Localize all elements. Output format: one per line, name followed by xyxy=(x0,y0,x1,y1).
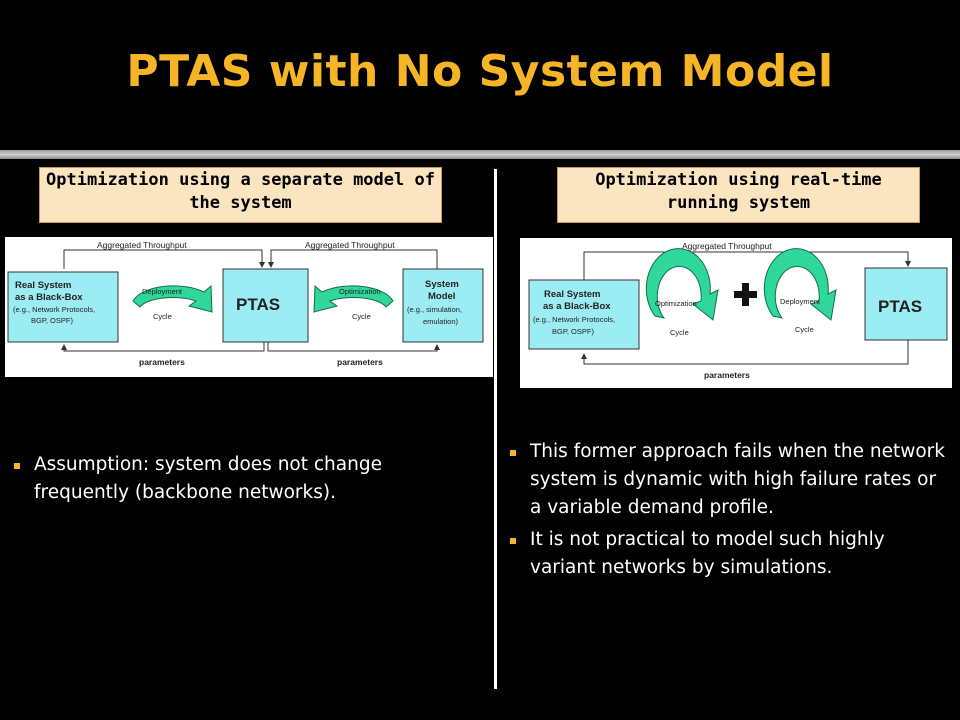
right-opt-line-1: Optimization xyxy=(655,299,697,308)
right-ptas-label: PTAS xyxy=(878,297,922,316)
right-real-line-3: (e.g., Network Protocols, xyxy=(533,315,615,324)
bullet-marker xyxy=(510,538,516,544)
right-heading: Optimization using real-time running sys… xyxy=(557,167,920,223)
left-real-line-1: Real System xyxy=(15,280,72,291)
title-bar: PTAS with No System Model xyxy=(0,0,960,150)
right-ptas-box xyxy=(864,267,948,341)
right-opt-line-2: Cycle xyxy=(670,328,689,337)
bullet-marker xyxy=(510,450,516,456)
right-bullet-1: This former approach fails when the netw… xyxy=(508,438,948,522)
right-diagram: Aggregated Throughput parameters Real Sy… xyxy=(520,238,952,388)
right-deploy-cycle-arrow xyxy=(763,248,837,321)
right-opt-cycle-arrow xyxy=(645,248,719,321)
right-real-line-2: as a Black-Box xyxy=(543,301,611,312)
left-model-line-1: System xyxy=(425,279,459,290)
right-bottom-label: parameters xyxy=(704,370,750,380)
left-real-line-3: (e.g., Network Protocols, xyxy=(13,305,95,314)
right-deploy-line-1: Deployment xyxy=(780,297,821,306)
right-real-system-box xyxy=(528,279,640,350)
column-divider xyxy=(494,169,497,689)
left-deploy-line-1: Deployment xyxy=(142,287,183,296)
left-model-line-2: Model xyxy=(428,291,455,302)
right-deploy-line-2: Cycle xyxy=(795,325,814,334)
slide-content: Optimization using a separate model of t… xyxy=(0,159,960,720)
left-diagram: Aggregated Throughput Aggregated Through… xyxy=(5,237,493,377)
left-bottom-label-2: parameters xyxy=(337,357,383,367)
left-opt-cycle-arrow xyxy=(313,284,394,313)
left-real-line-4: BGP, OSPF) xyxy=(31,316,73,325)
left-real-line-2: as a Black-Box xyxy=(15,292,83,303)
right-bullet-text-1: This former approach fails when the netw… xyxy=(530,441,946,518)
left-bullet-text-1: Assumption: system does not change frequ… xyxy=(34,454,382,503)
slide-title: PTAS with No System Model xyxy=(126,46,834,97)
left-throughput-line-1 xyxy=(63,249,265,269)
right-params-line xyxy=(581,340,909,365)
right-bullets: This former approach fails when the netw… xyxy=(508,438,948,586)
bullet-marker xyxy=(14,463,20,469)
right-bullet-2: It is not practical to model such highly… xyxy=(508,526,948,582)
right-top-label: Aggregated Throughput xyxy=(682,241,772,251)
left-real-system-box xyxy=(7,271,119,343)
left-bullet-1: Assumption: system does not change frequ… xyxy=(12,451,482,507)
right-bullet-text-2: It is not practical to model such highly… xyxy=(530,529,885,578)
left-params-line-2 xyxy=(267,342,440,352)
right-throughput-line xyxy=(583,251,911,280)
left-model-line-3: (e.g., simulation, xyxy=(407,305,462,314)
title-rule xyxy=(0,150,960,159)
left-params-line-1 xyxy=(61,342,265,352)
left-throughput-line-2 xyxy=(268,249,438,269)
plus-icon xyxy=(734,283,757,306)
left-model-line-4: emulation) xyxy=(423,317,459,326)
left-ptas-box xyxy=(222,268,309,343)
left-bullets: Assumption: system does not change frequ… xyxy=(12,451,482,511)
left-top-label-2: Aggregated Throughput xyxy=(305,240,395,250)
right-real-line-4: BGP, OSPF) xyxy=(552,327,594,336)
left-deploy-line-2: Cycle xyxy=(153,312,172,321)
left-deploy-cycle-arrow xyxy=(132,284,213,313)
left-system-model-box xyxy=(402,268,484,343)
left-opt-line-1: Optimization xyxy=(339,287,381,296)
left-heading: Optimization using a separate model of t… xyxy=(39,167,442,223)
left-top-label-1: Aggregated Throughput xyxy=(97,240,187,250)
left-bottom-label-1: parameters xyxy=(139,357,185,367)
left-opt-line-2: Cycle xyxy=(352,312,371,321)
left-ptas-label: PTAS xyxy=(236,295,280,314)
right-real-line-1: Real System xyxy=(544,289,601,300)
